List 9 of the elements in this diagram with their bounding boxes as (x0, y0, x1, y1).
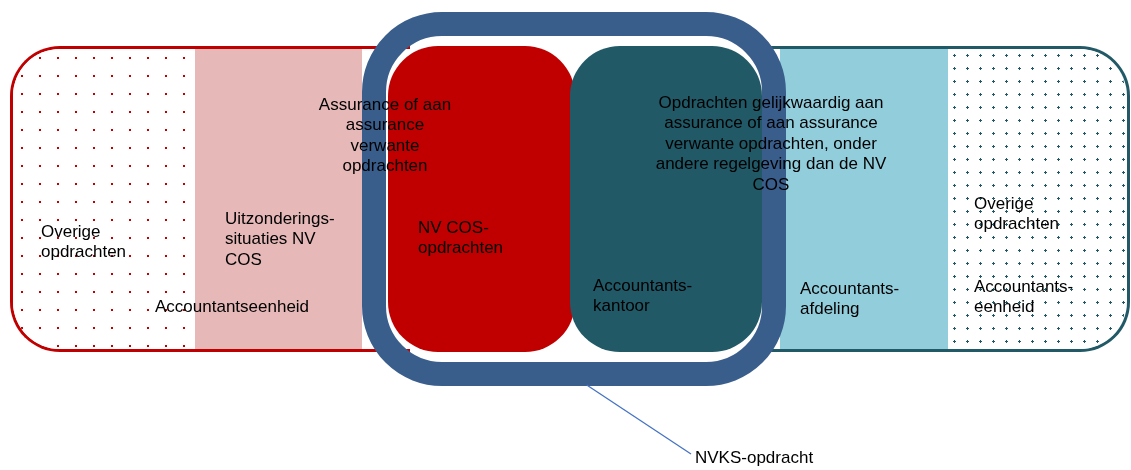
region-label: Accountants-eenheid (974, 277, 1074, 318)
callout-label: NVKS-opdracht (695, 448, 814, 469)
region-label: Overige opdrachten (41, 222, 128, 263)
leader-line (586, 384, 692, 455)
region-label: Overige opdrachten (974, 194, 1061, 235)
region-label: Accountants-kantoor (593, 276, 694, 317)
region-label: NV COS-opdrachten (418, 218, 505, 259)
region-label: Accountants-afdeling (800, 279, 901, 320)
region-label: Accountantseenheid (155, 297, 311, 318)
